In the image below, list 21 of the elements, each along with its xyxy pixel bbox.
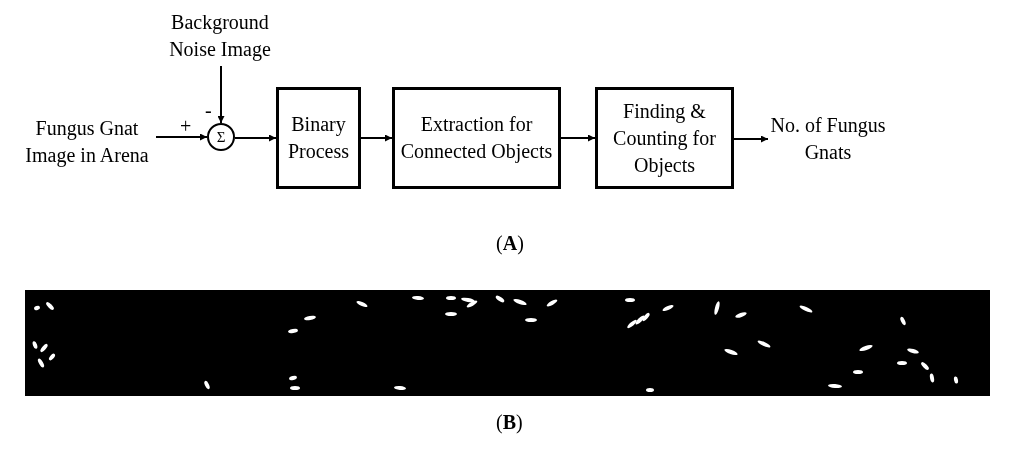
arrow bbox=[155, 133, 208, 141]
block-text: Fungus Gnat Image in Arena bbox=[24, 116, 150, 169]
sign-label: + bbox=[180, 116, 192, 136]
arrow bbox=[234, 134, 277, 142]
arrow bbox=[560, 134, 596, 142]
panel-label: (A) bbox=[496, 233, 524, 253]
process-box bbox=[392, 87, 561, 189]
block-text: Binary Process bbox=[286, 112, 351, 164]
block-text: Background Noise Image bbox=[168, 10, 272, 63]
arrow bbox=[360, 134, 393, 142]
arrow bbox=[733, 135, 769, 143]
process-box bbox=[595, 87, 734, 189]
binary-image-drawing bbox=[25, 290, 990, 396]
process-box bbox=[276, 87, 361, 189]
block-text: Finding & Counting for Objects bbox=[612, 98, 717, 179]
arrow bbox=[217, 65, 225, 124]
block-text: No. of Fungus Gnats bbox=[769, 113, 887, 165]
summing-junction bbox=[207, 123, 235, 151]
sum-symbol: Σ bbox=[216, 129, 226, 145]
sign-label: - bbox=[205, 100, 212, 120]
block-text: Extraction for Connected Objects bbox=[399, 112, 554, 165]
